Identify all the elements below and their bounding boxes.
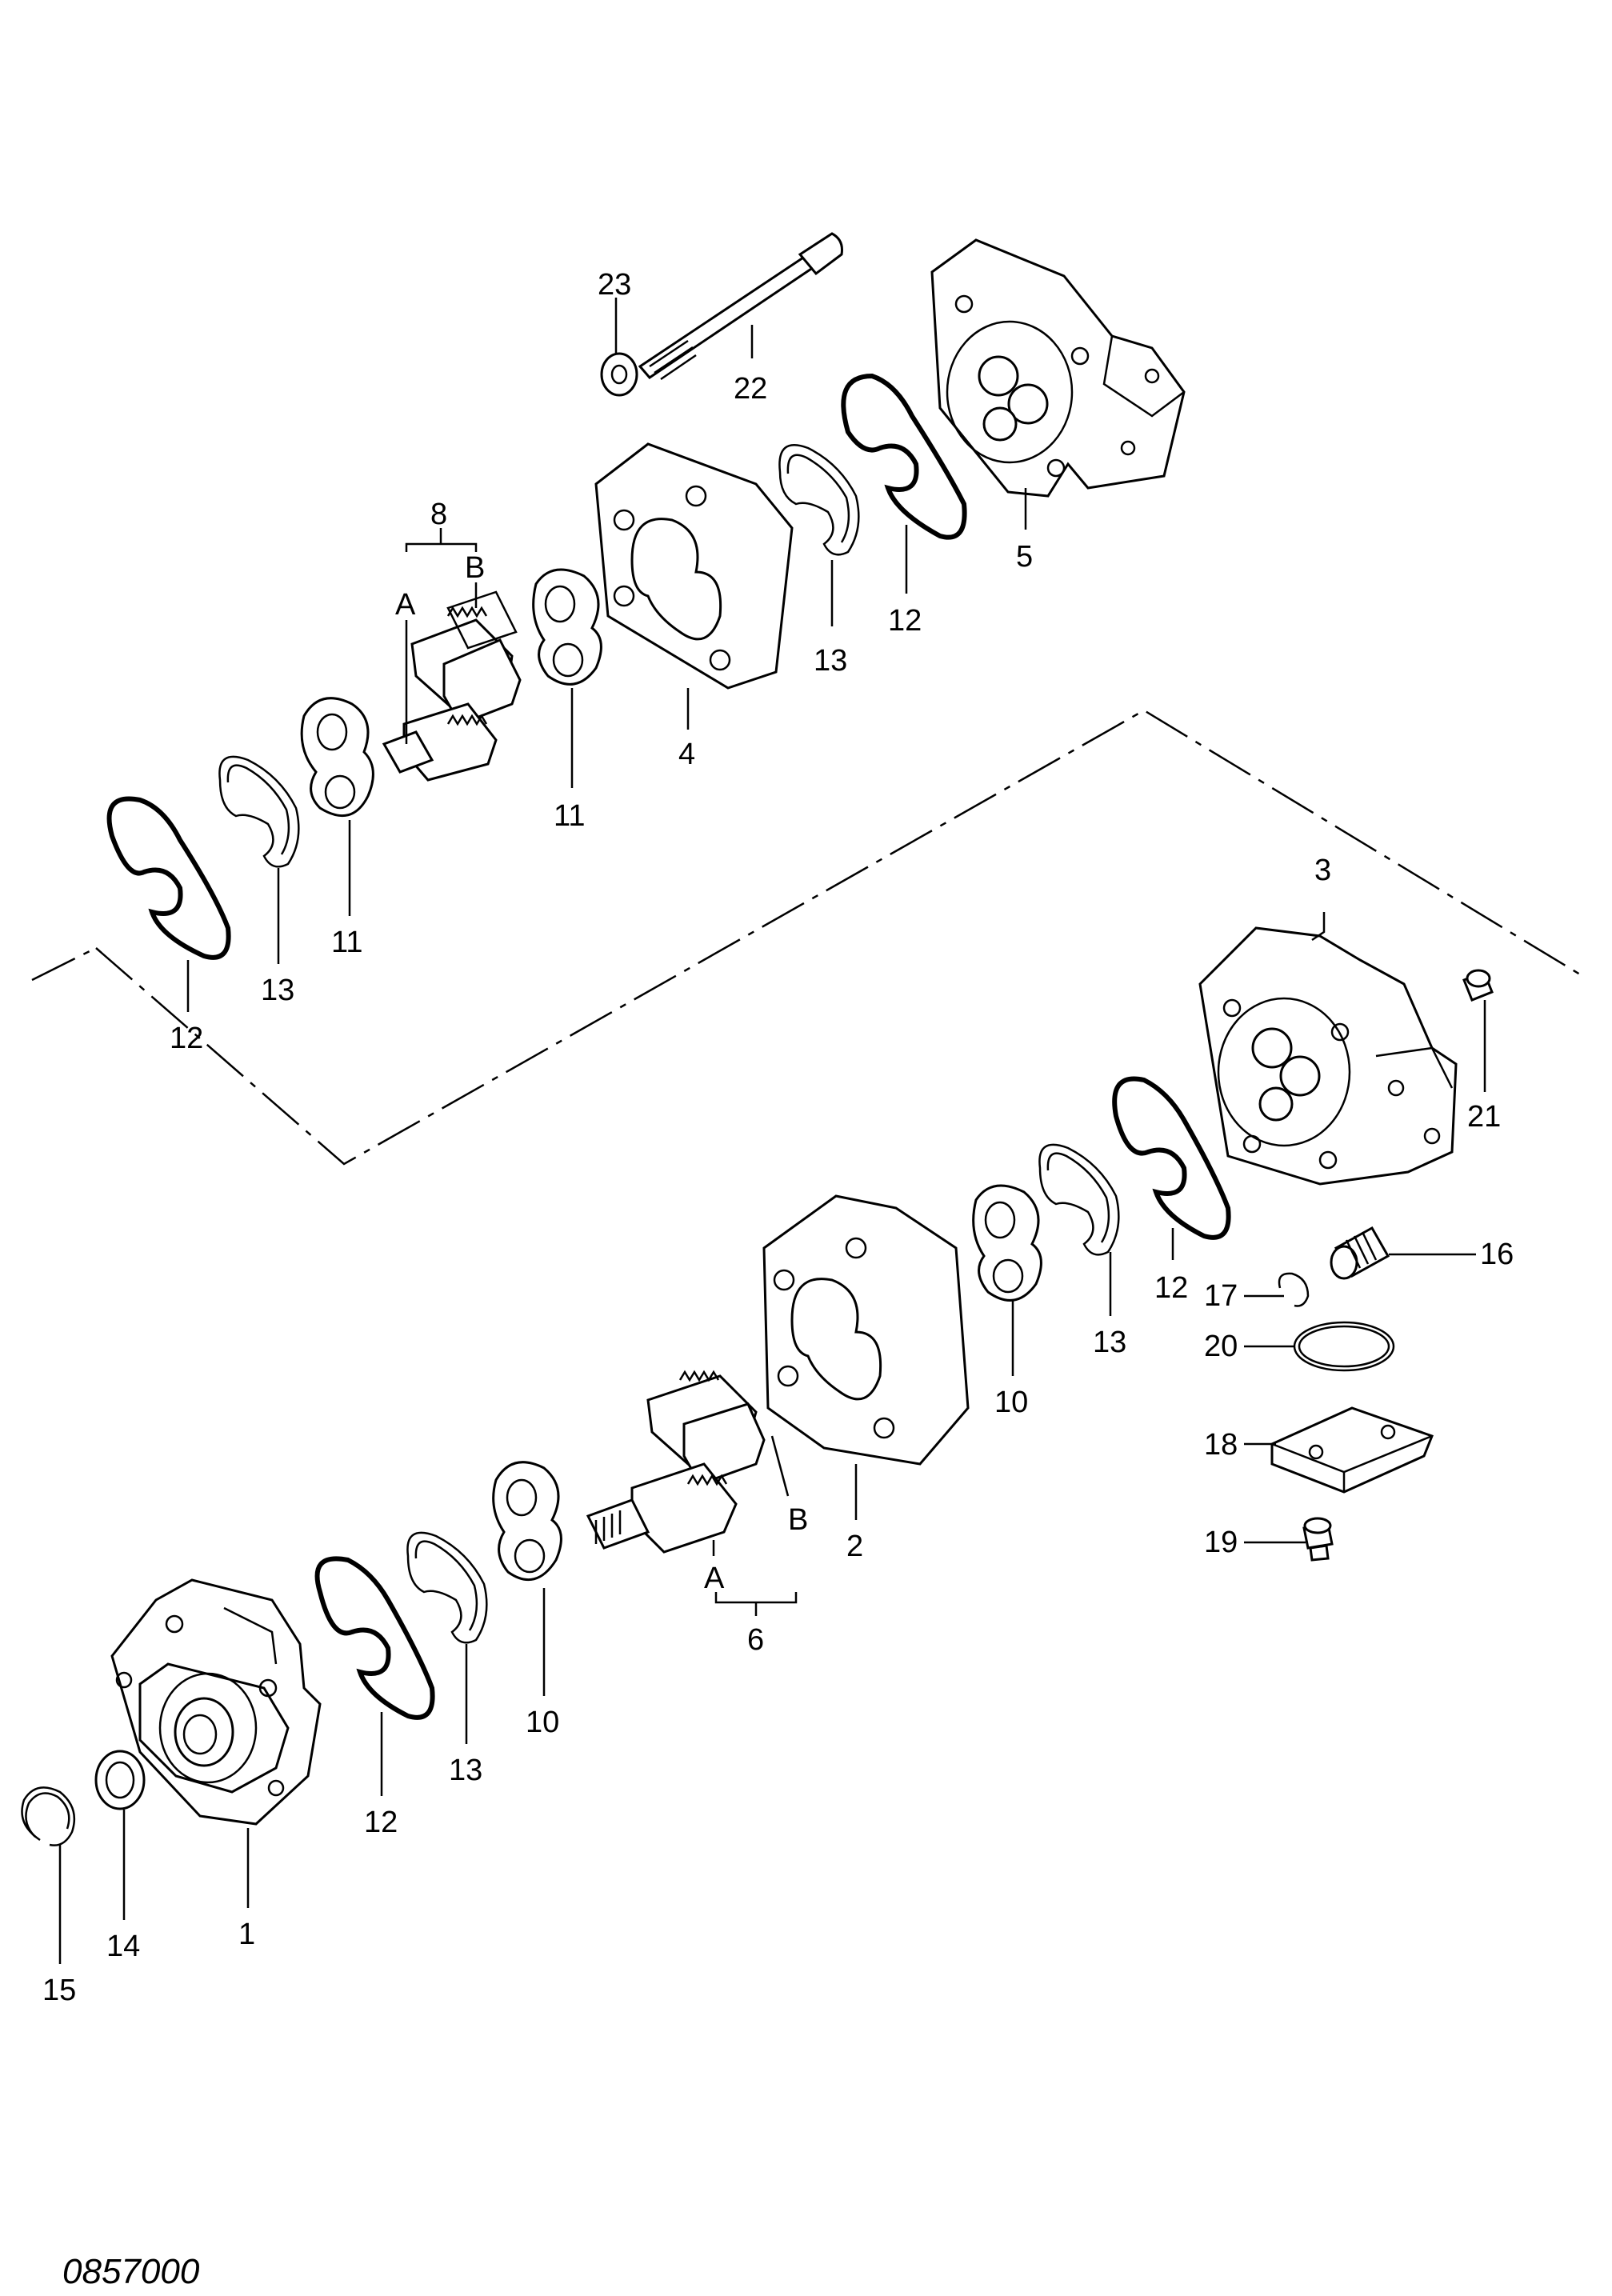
label-b-upper: B: [465, 551, 485, 585]
callout-23: 23: [598, 268, 631, 302]
callout-6: 6: [747, 1623, 764, 1657]
part-22-bolt: [638, 232, 843, 381]
drawing-number: 0857000: [62, 2252, 200, 2291]
callout-18: 18: [1204, 1428, 1238, 1462]
assembly-boundary: [31, 709, 1581, 1166]
callout-12: 12: [888, 604, 922, 638]
part-14-oil-seal: [94, 1750, 146, 1810]
label-b-lower: B: [788, 1503, 808, 1537]
callout-19: 19: [1204, 1526, 1238, 1559]
callout-16: 16: [1480, 1238, 1514, 1271]
leader-lines: [58, 298, 1486, 1964]
callout-5: 5: [1016, 540, 1033, 574]
part-17-snap-ring: [1278, 1272, 1310, 1307]
part-13-gasket-lower-left: [406, 1531, 488, 1644]
part-13-gasket-lower-right: [1038, 1143, 1120, 1256]
callout-4: 4: [678, 738, 695, 771]
callout-15: 15: [42, 1974, 76, 2007]
part-12-gasket-lower-left: [314, 1556, 435, 1720]
part-13-gasket-upper: [778, 444, 860, 556]
callout-13: 13: [814, 644, 847, 678]
part-6-gear-pair-lower: [586, 1370, 766, 1554]
part-1-front-cover: [110, 1578, 322, 1826]
callout-labels: 23 22 5 12 13 4 11 11 13 12 8 B A 3 21 1…: [42, 268, 1514, 2007]
callout-12: 12: [1154, 1271, 1188, 1305]
part-10-side-plate-lower-right: [972, 1184, 1042, 1302]
callout-13: 13: [449, 1754, 482, 1787]
part-3-front-body: [1198, 926, 1458, 1186]
callout-10: 10: [526, 1706, 559, 1739]
callout-22: 22: [734, 372, 767, 406]
part-23-washer: [600, 352, 638, 397]
callout-11: 11: [554, 799, 585, 833]
callout-13: 13: [261, 974, 294, 1007]
callout-2: 2: [846, 1530, 863, 1563]
callout-17: 17: [1204, 1279, 1238, 1313]
label-a-lower: A: [704, 1562, 725, 1595]
part-19-screw: [1302, 1517, 1334, 1562]
callout-3: 3: [1314, 854, 1331, 887]
part-5-rear-cover: [930, 238, 1186, 498]
part-21-plug: [1462, 969, 1494, 1002]
part-11-side-plate-upper-a: [532, 568, 602, 686]
part-13-gasket-upper-left: [218, 755, 300, 868]
callout-8: 8: [430, 498, 447, 531]
part-12-gasket-upper-left: [106, 796, 231, 960]
callout-14: 14: [106, 1930, 140, 1963]
part-16-needle-bearing: [1330, 1226, 1390, 1280]
callout-21: 21: [1467, 1100, 1501, 1134]
callout-11: 11: [331, 926, 362, 959]
callout-12: 12: [364, 1806, 398, 1839]
callout-13: 13: [1093, 1326, 1126, 1359]
part-10-side-plate-lower-left: [492, 1461, 562, 1581]
part-12-gasket-upper: [841, 373, 967, 540]
label-a-upper: A: [395, 588, 416, 622]
part-12-gasket-lower-right: [1112, 1076, 1231, 1240]
part-15-snap-ring: [21, 1786, 76, 1846]
part-18-cover-plate: [1270, 1406, 1434, 1494]
callout-12: 12: [170, 1022, 203, 1055]
part-20-o-ring: [1293, 1321, 1395, 1372]
part-2-gear-body-lower: [762, 1194, 970, 1466]
callout-10: 10: [994, 1386, 1028, 1419]
part-11-side-plate-upper-b: [300, 697, 374, 818]
callout-1: 1: [238, 1918, 255, 1951]
part-4-gear-body-upper: [594, 442, 794, 690]
callout-20: 20: [1204, 1330, 1238, 1363]
part-8-gear-pair-upper: [382, 590, 522, 782]
